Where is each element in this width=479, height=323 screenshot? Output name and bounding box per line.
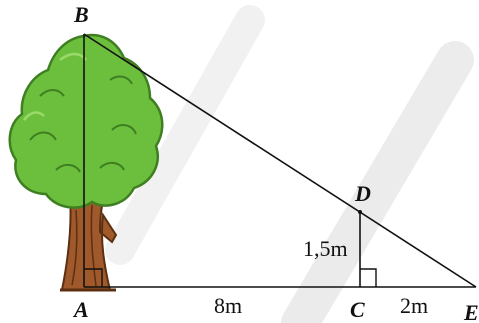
tree-foliage [8,33,164,209]
watermark-mark [105,5,474,323]
right-angle-A [84,268,103,287]
tree-icon [8,33,164,292]
right-angle-C [360,268,377,287]
triangle-lines [83,33,477,288]
point-D-dot [358,210,362,214]
label-point-A: A [72,297,89,322]
label-point-C: C [350,297,365,322]
segment-BE [83,33,477,288]
right-angle-markers [84,268,377,287]
label-measure-AC: 8m [214,293,242,318]
label-point-B: B [73,2,89,27]
label-measure-CD: 1,5m [303,236,348,261]
label-point-E: E [463,300,479,323]
label-measure-CE: 2m [400,293,428,318]
label-point-D: D [354,181,371,206]
